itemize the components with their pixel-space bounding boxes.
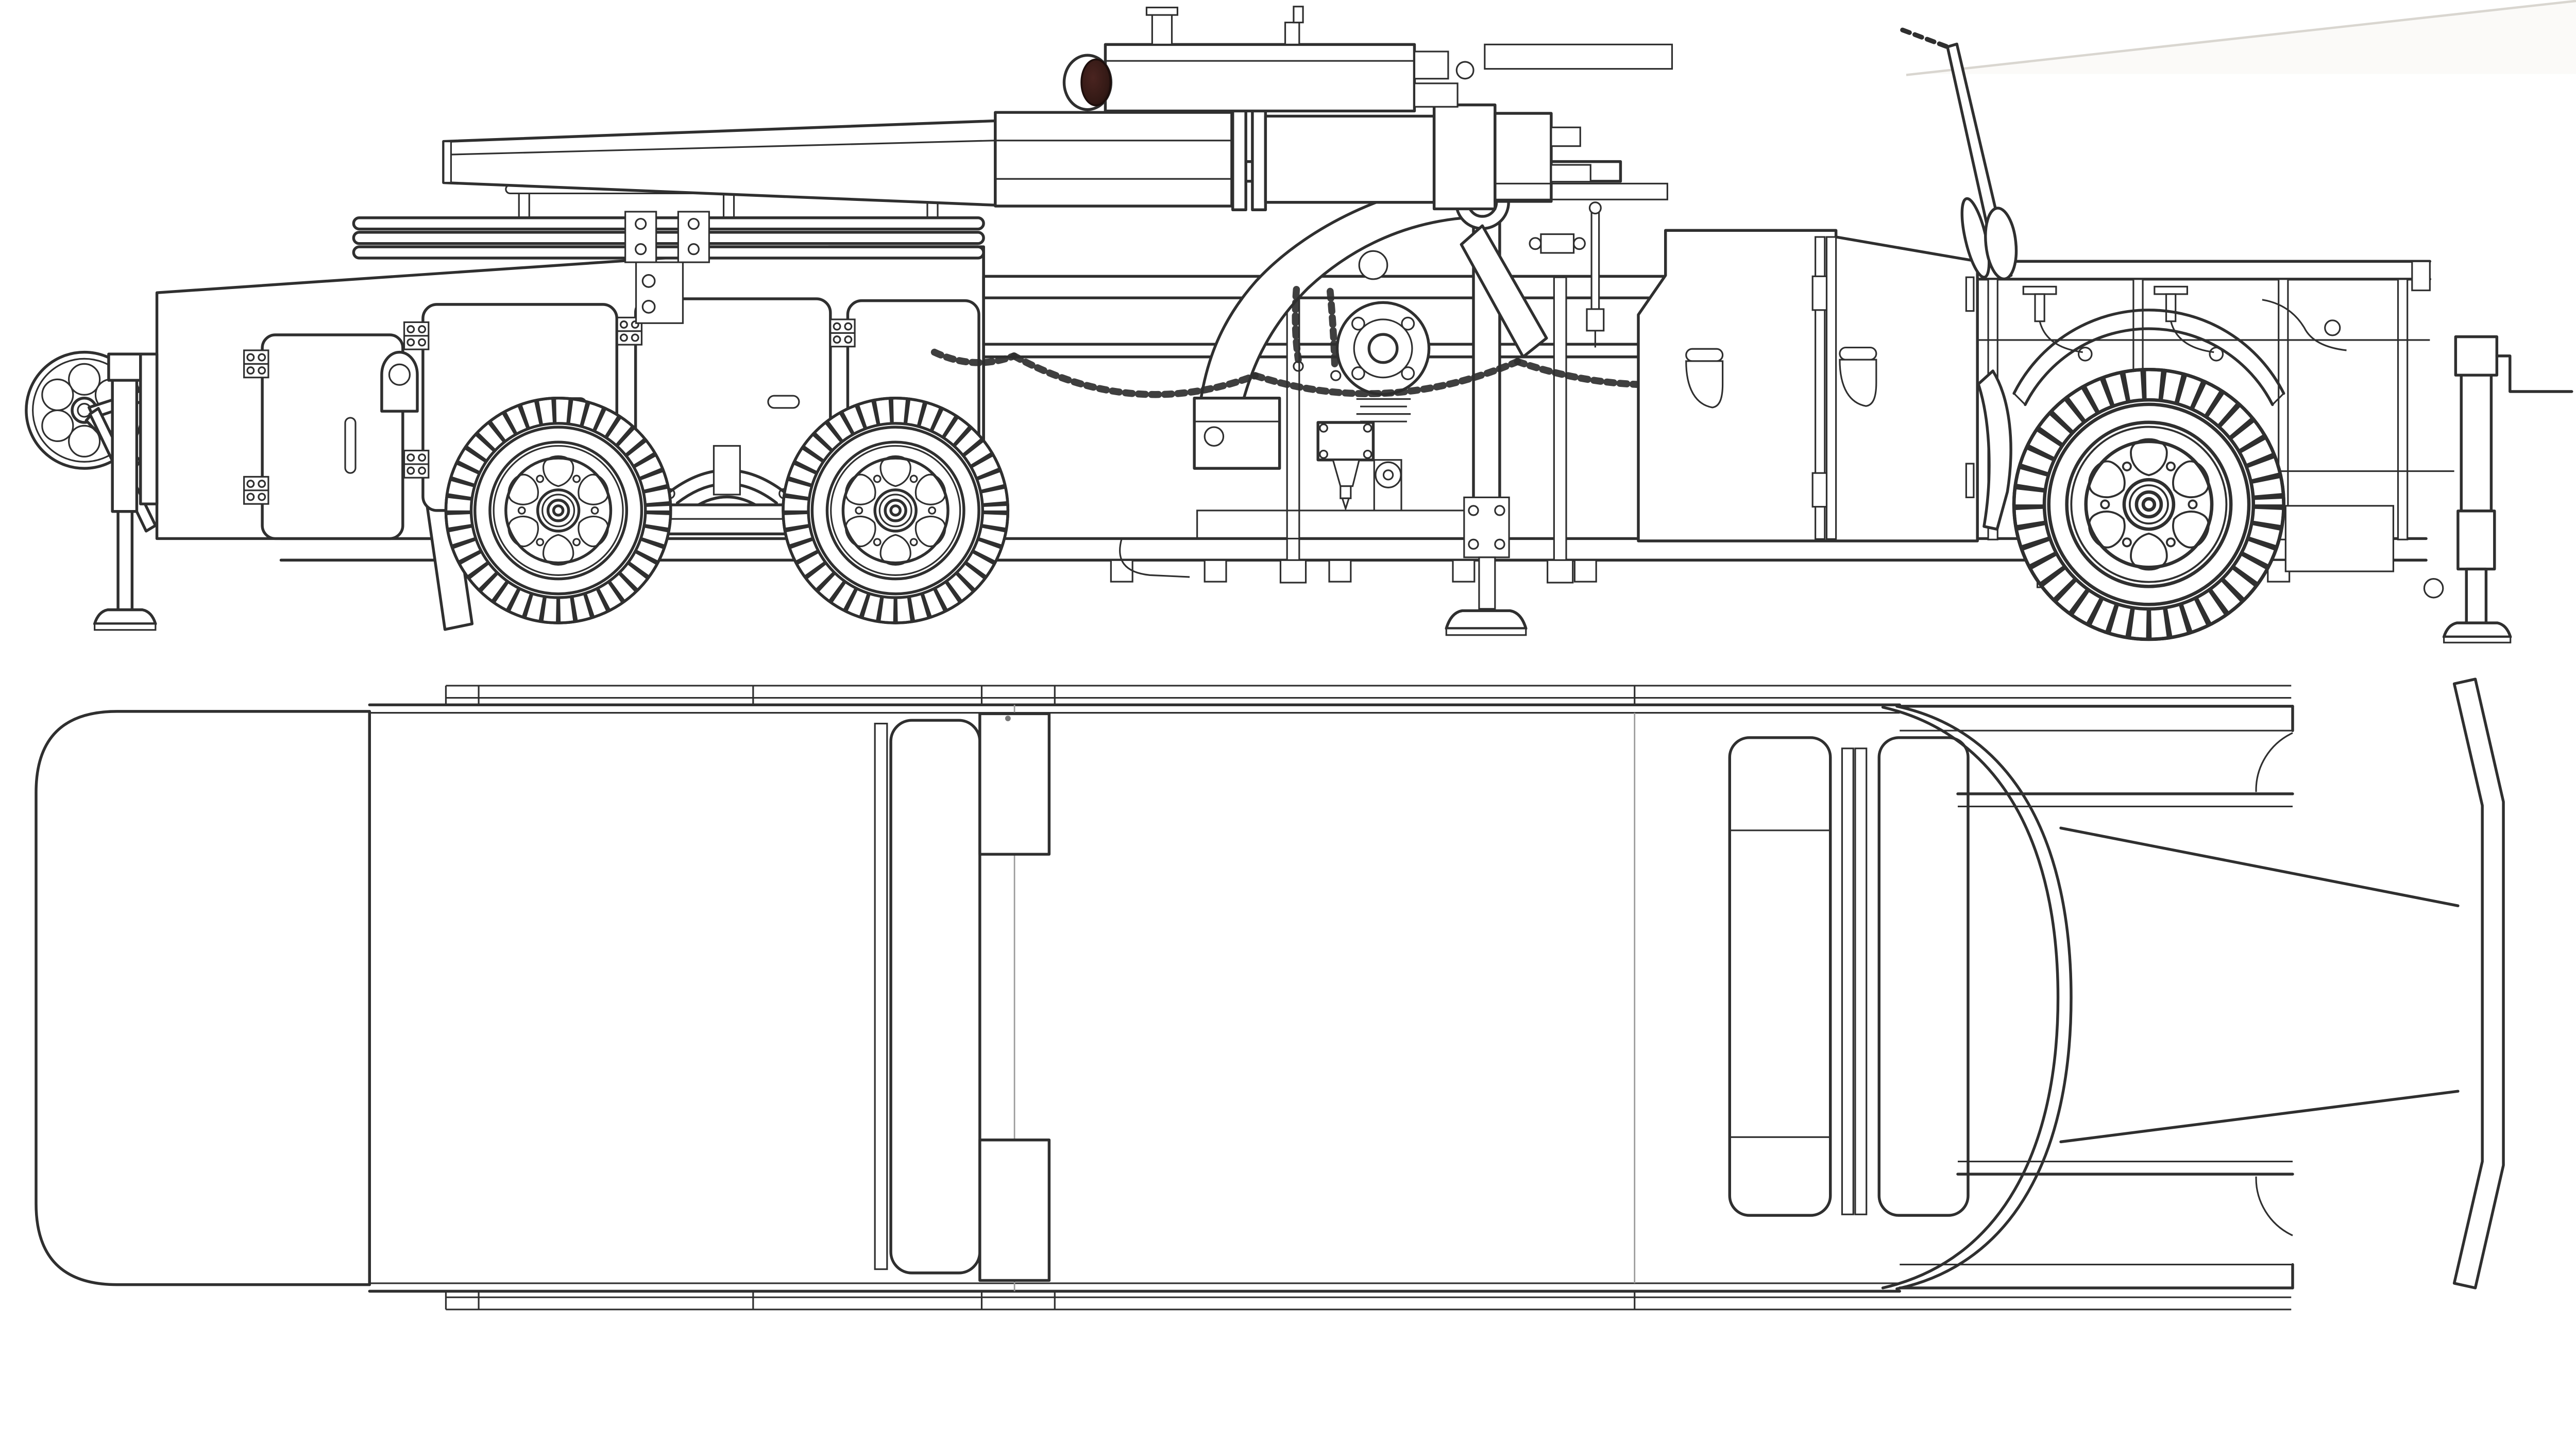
recuperator-cylinder <box>1104 43 1416 113</box>
grab-handle <box>380 350 419 413</box>
towbar-line <box>2059 1090 2460 1144</box>
foot-skid <box>1119 538 1190 578</box>
plan-frame-rails <box>1900 705 2460 1289</box>
railing-post <box>1553 276 1567 561</box>
gun-deck <box>982 276 1669 584</box>
muzzle <box>443 140 452 184</box>
barrel-jacket <box>994 111 1233 208</box>
barrel-clamp <box>635 261 684 324</box>
gun-assembly <box>442 6 1831 470</box>
rear-wheel-group <box>1977 309 2395 639</box>
paddle-grip <box>1984 207 2018 281</box>
front-access-door <box>261 333 404 540</box>
brake-lever <box>1900 27 2018 281</box>
blueprint-sheet <box>25 0 2576 1311</box>
notch-plate-top <box>978 712 1051 856</box>
boat-tail <box>1881 705 2073 1291</box>
riveted-strip <box>1484 43 1673 70</box>
side-elevation-view <box>25 6 2573 643</box>
plan-hatch-covers <box>1728 736 1970 1217</box>
stowed-fittings <box>2022 285 2347 362</box>
rear-jack <box>2423 335 2573 643</box>
road-wheel-2 <box>783 398 1008 623</box>
side-rail-strips <box>445 685 2292 1311</box>
cleat-row <box>1196 510 1470 540</box>
scan-artifact <box>1906 0 2576 76</box>
center-jack-foot <box>1445 609 1528 630</box>
traverse-pedestal <box>1316 214 1528 636</box>
door-slot-handle <box>344 417 357 474</box>
front-jack <box>93 352 159 631</box>
teardrop-handle <box>1839 346 1877 407</box>
centre-slat <box>889 719 981 1275</box>
rear-deck-frame <box>1900 27 2454 540</box>
mudguard <box>2012 309 2285 395</box>
road-wheel-3 <box>2014 369 2284 639</box>
elevation-rack <box>1494 182 1668 200</box>
top-plan-view <box>35 677 2505 1311</box>
gear-housing <box>1316 421 1375 462</box>
bellows <box>1356 398 1411 422</box>
towbar-line <box>2059 826 2460 907</box>
bogie-group <box>446 398 1008 623</box>
teardrop-handle <box>1685 348 1724 409</box>
notch-plate-bottom <box>978 1138 1051 1282</box>
breech-ring <box>1432 103 1497 211</box>
centre-slat-group <box>874 705 1636 1292</box>
front-tub <box>35 710 371 1286</box>
recuperator-dark-cap <box>1080 58 1112 107</box>
rear-locker <box>1637 229 1979 542</box>
rear-cross-bar <box>2452 677 2505 1289</box>
deck-edges <box>368 703 2294 1293</box>
crank-handle <box>2495 354 2573 393</box>
tow-hook <box>2423 578 2444 599</box>
breech-block <box>1494 112 1553 203</box>
road-wheel-1 <box>446 398 670 623</box>
splash-board <box>1977 369 2012 531</box>
trailer-blueprint-drawing <box>25 0 2576 1311</box>
